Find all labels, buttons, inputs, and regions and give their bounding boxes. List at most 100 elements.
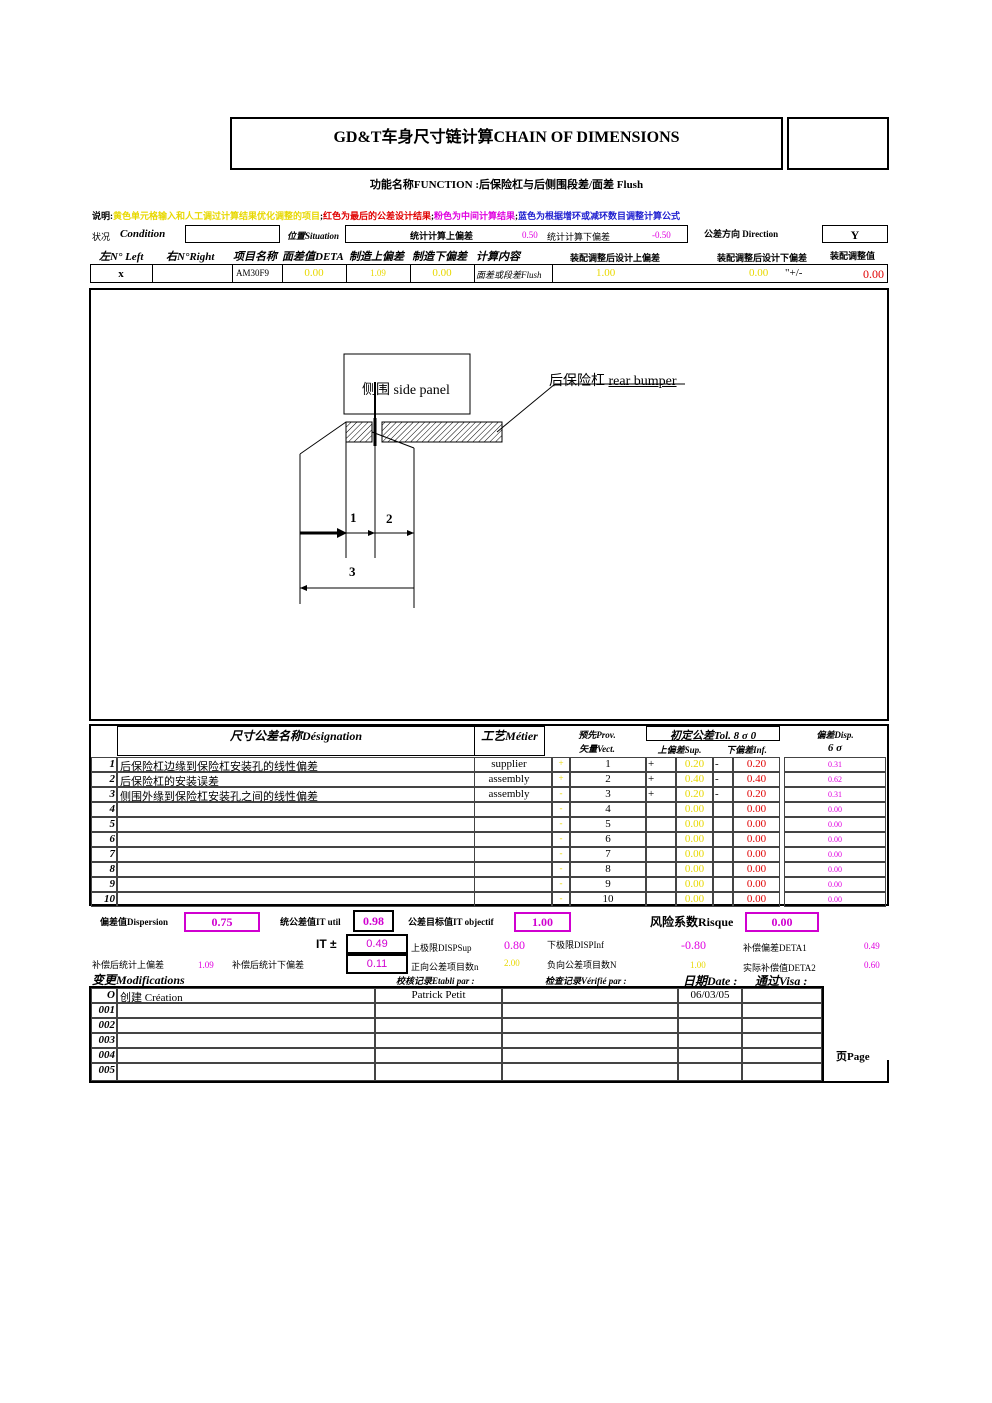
table-cell[interactable] xyxy=(91,877,117,892)
table-cell[interactable] xyxy=(646,892,676,907)
condition-input[interactable] xyxy=(185,225,280,243)
table-cell[interactable] xyxy=(646,772,676,787)
mod-cell[interactable] xyxy=(742,1033,822,1048)
table-cell[interactable] xyxy=(713,862,733,877)
mod-cell[interactable] xyxy=(678,1003,742,1018)
table-cell[interactable] xyxy=(474,802,552,817)
table-cell[interactable] xyxy=(91,802,117,817)
table-cell[interactable] xyxy=(552,862,570,877)
table-cell[interactable] xyxy=(784,847,886,862)
table-cell[interactable] xyxy=(552,802,570,817)
mod-cell[interactable] xyxy=(117,1003,375,1018)
mod-cell[interactable] xyxy=(678,1018,742,1033)
table-cell[interactable] xyxy=(784,892,886,907)
table-cell[interactable] xyxy=(676,772,713,787)
mod-cell[interactable] xyxy=(117,1063,375,1081)
table-cell[interactable] xyxy=(646,832,676,847)
direction-box[interactable] xyxy=(822,225,888,243)
table-cell[interactable] xyxy=(784,862,886,877)
table-cell[interactable] xyxy=(713,802,733,817)
mod-cell[interactable] xyxy=(502,988,678,1003)
table-cell[interactable] xyxy=(733,817,780,832)
table-cell[interactable] xyxy=(733,892,780,907)
table-cell[interactable] xyxy=(733,787,780,802)
table-cell[interactable] xyxy=(646,787,676,802)
table-cell[interactable] xyxy=(117,892,475,907)
table-cell[interactable] xyxy=(676,787,713,802)
table-cell[interactable] xyxy=(552,832,570,847)
table-cell[interactable] xyxy=(713,772,733,787)
mod-cell[interactable] xyxy=(502,1063,678,1081)
table-cell[interactable] xyxy=(713,817,733,832)
mod-cell[interactable] xyxy=(375,1018,502,1033)
table-cell[interactable] xyxy=(474,787,552,802)
table-cell[interactable] xyxy=(713,892,733,907)
mod-cell[interactable] xyxy=(117,988,375,1003)
table-cell[interactable] xyxy=(552,892,570,907)
table-cell[interactable] xyxy=(117,802,475,817)
table-cell[interactable] xyxy=(91,862,117,877)
table-cell[interactable] xyxy=(784,817,886,832)
table-cell[interactable] xyxy=(676,862,713,877)
mod-cell[interactable] xyxy=(91,1003,117,1018)
table-cell[interactable] xyxy=(646,847,676,862)
table-cell[interactable] xyxy=(474,877,552,892)
mod-cell[interactable] xyxy=(742,1048,822,1063)
mod-cell[interactable] xyxy=(375,1063,502,1081)
table-cell[interactable] xyxy=(552,787,570,802)
table-cell[interactable] xyxy=(713,847,733,862)
table-cell[interactable] xyxy=(552,877,570,892)
table-cell[interactable] xyxy=(713,832,733,847)
mod-cell[interactable] xyxy=(117,1018,375,1033)
table-cell[interactable] xyxy=(552,757,570,772)
table-cell[interactable] xyxy=(570,802,646,817)
table-cell[interactable] xyxy=(646,862,676,877)
mod-cell[interactable] xyxy=(742,988,822,1003)
table-cell[interactable] xyxy=(474,832,552,847)
table-cell[interactable] xyxy=(570,787,646,802)
table-cell[interactable] xyxy=(117,817,475,832)
mod-cell[interactable] xyxy=(91,1033,117,1048)
table-cell[interactable] xyxy=(552,817,570,832)
table-cell[interactable] xyxy=(676,802,713,817)
table-cell[interactable] xyxy=(784,832,886,847)
mod-cell[interactable] xyxy=(375,1003,502,1018)
table-cell[interactable] xyxy=(474,847,552,862)
table-cell[interactable] xyxy=(117,847,475,862)
table-cell[interactable] xyxy=(570,832,646,847)
table-cell[interactable] xyxy=(570,817,646,832)
table-cell[interactable] xyxy=(570,772,646,787)
table-cell[interactable] xyxy=(733,862,780,877)
table-cell[interactable] xyxy=(713,757,733,772)
table-cell[interactable] xyxy=(552,772,570,787)
table-cell[interactable] xyxy=(646,877,676,892)
mod-cell[interactable] xyxy=(678,1063,742,1081)
table-cell[interactable] xyxy=(117,862,475,877)
table-cell[interactable] xyxy=(570,877,646,892)
mod-cell[interactable] xyxy=(678,988,742,1003)
mod-cell[interactable] xyxy=(91,1048,117,1063)
mod-cell[interactable] xyxy=(742,1018,822,1033)
mod-cell[interactable] xyxy=(678,1048,742,1063)
mod-cell[interactable] xyxy=(502,1018,678,1033)
table-cell[interactable] xyxy=(570,757,646,772)
mod-cell[interactable] xyxy=(117,1033,375,1048)
table-cell[interactable] xyxy=(91,772,117,787)
table-cell[interactable] xyxy=(784,877,886,892)
table-cell[interactable] xyxy=(91,847,117,862)
table-cell[interactable] xyxy=(676,892,713,907)
table-cell[interactable] xyxy=(474,757,552,772)
table-cell[interactable] xyxy=(91,817,117,832)
mod-cell[interactable] xyxy=(117,1048,375,1063)
table-cell[interactable] xyxy=(474,892,552,907)
mod-cell[interactable] xyxy=(375,988,502,1003)
mod-cell[interactable] xyxy=(502,1003,678,1018)
table-cell[interactable] xyxy=(784,802,886,817)
mod-cell[interactable] xyxy=(375,1048,502,1063)
mod-cell[interactable] xyxy=(91,1018,117,1033)
mod-cell[interactable] xyxy=(502,1048,678,1063)
table-cell[interactable] xyxy=(91,892,117,907)
mod-cell[interactable] xyxy=(375,1033,502,1048)
table-cell[interactable] xyxy=(552,847,570,862)
table-cell[interactable] xyxy=(117,877,475,892)
